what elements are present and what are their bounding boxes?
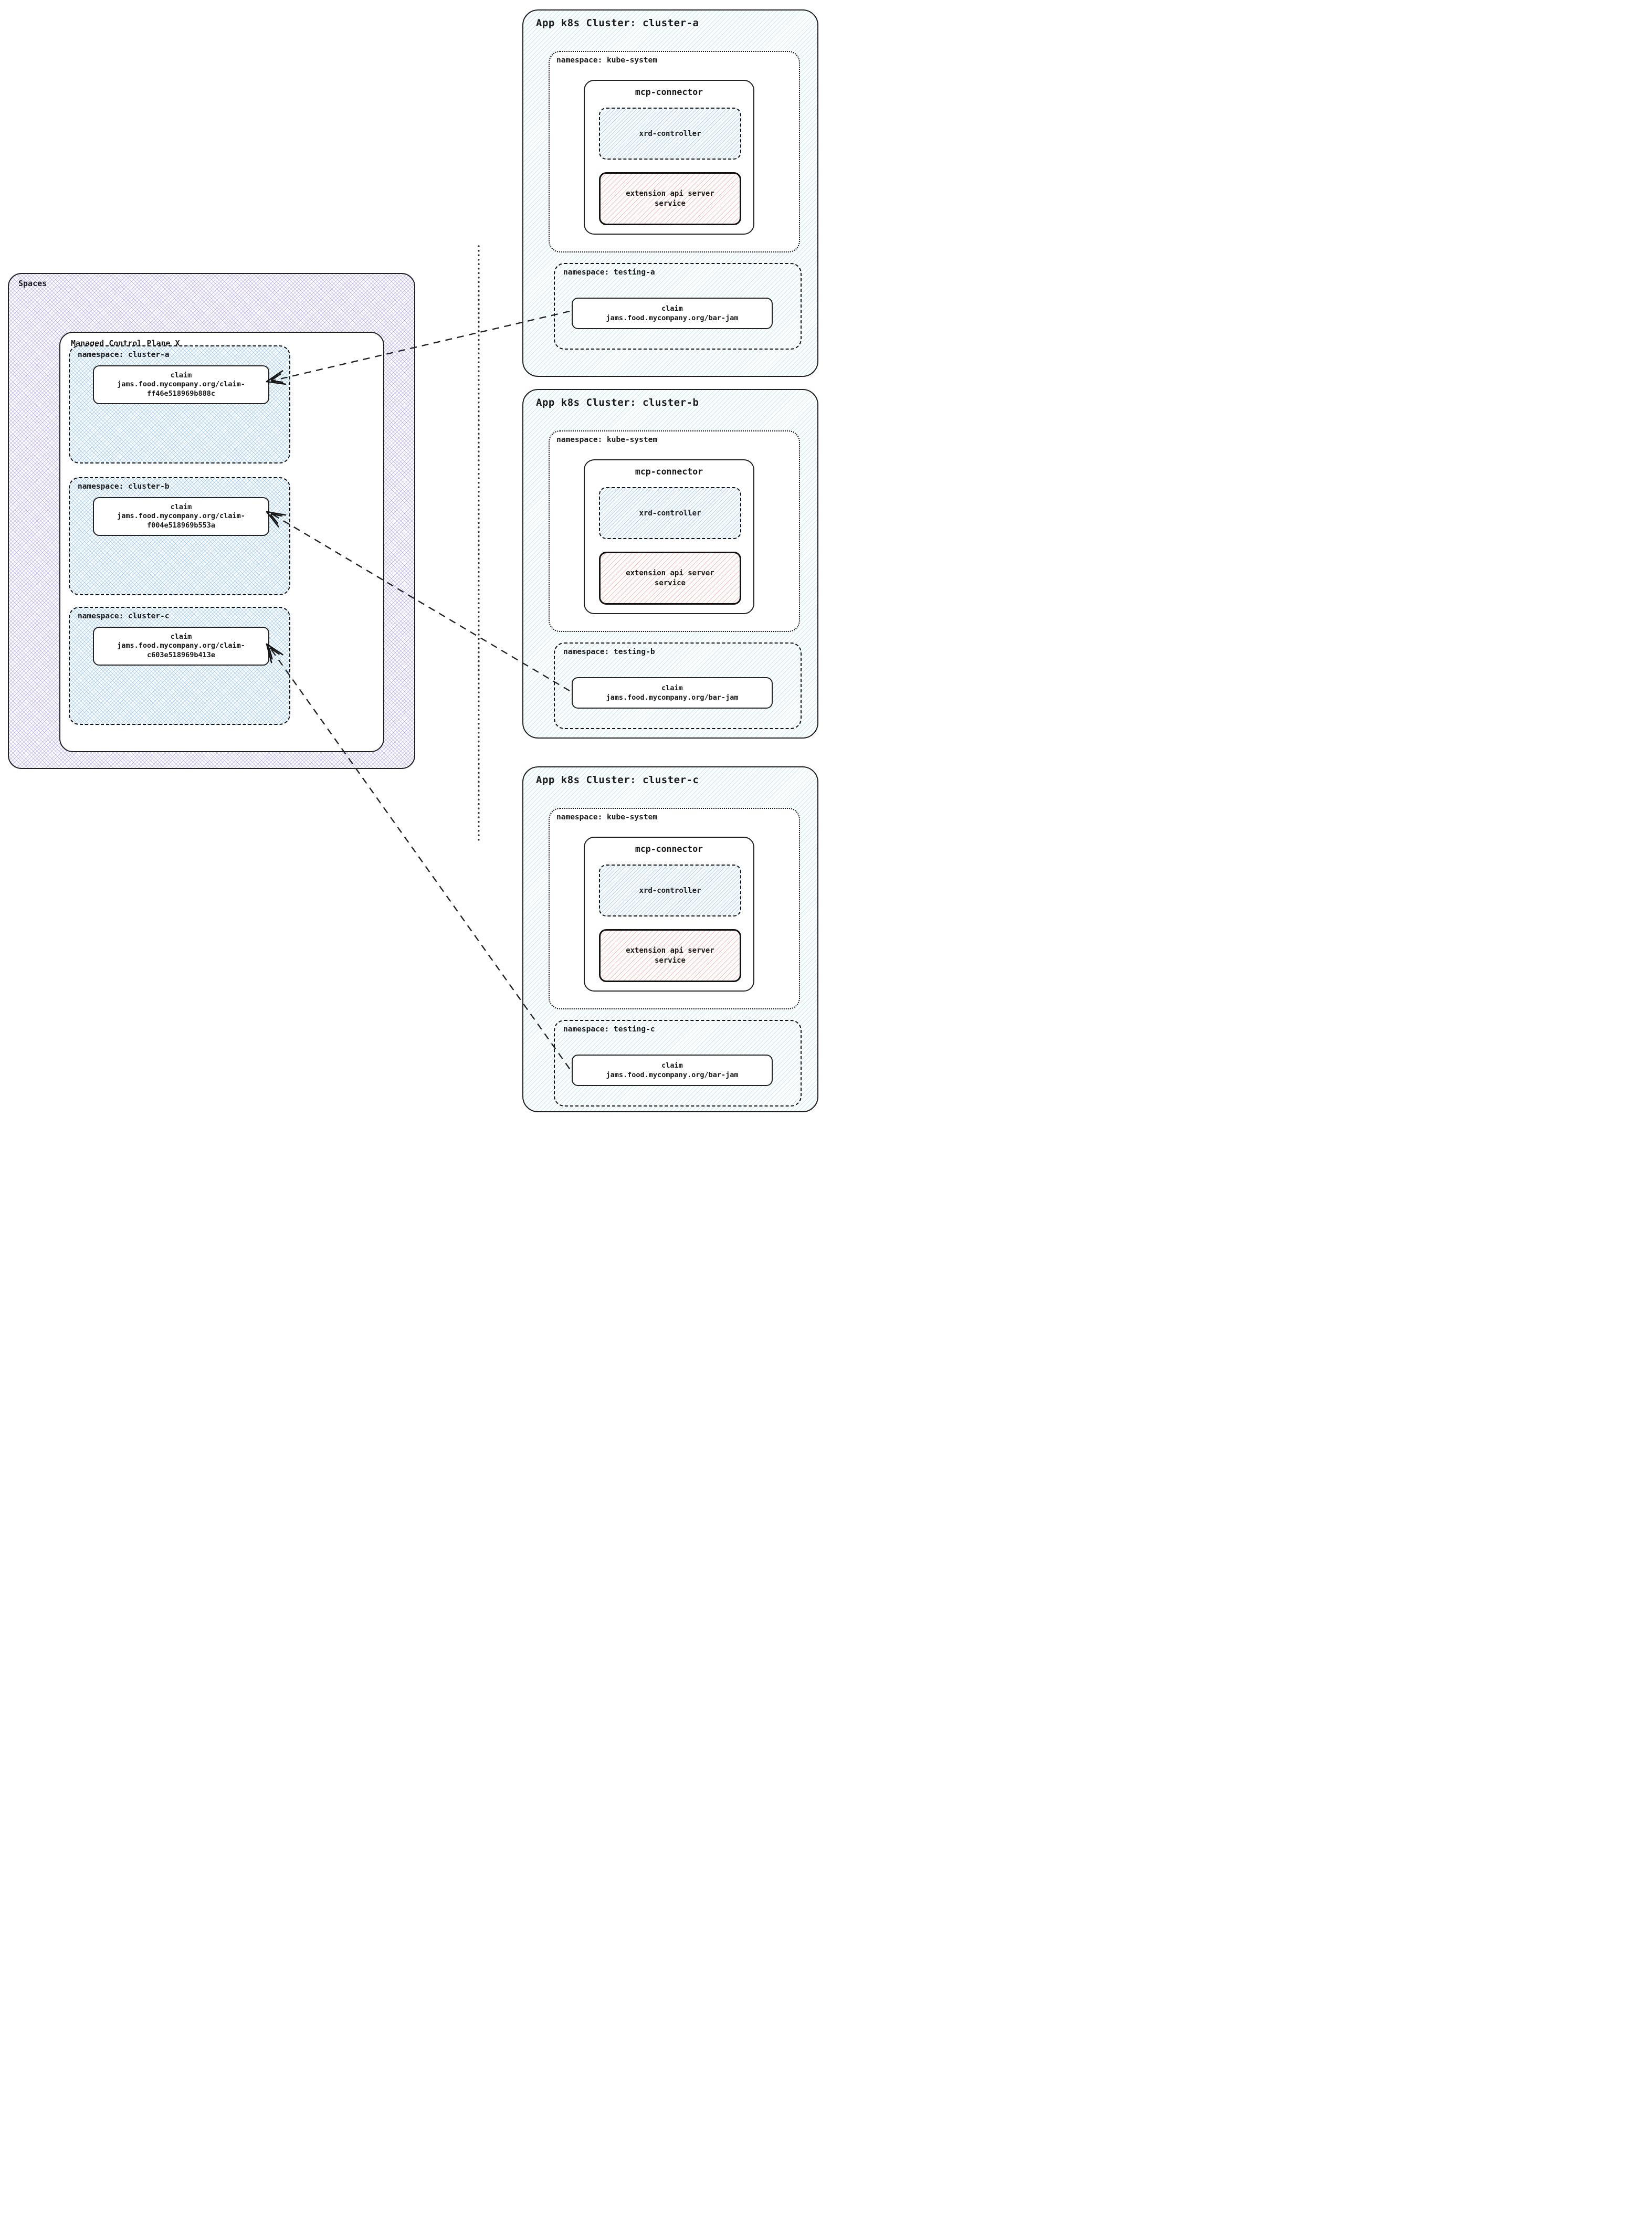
claim-name-line1: jams.food.mycompany.org/claim- (117, 641, 245, 650)
spaces-box: Spaces Managed Control Plane X namespace… (8, 273, 415, 769)
app-cluster-title: App k8s Cluster: cluster-b (536, 397, 699, 408)
claim-name-line1: jams.food.mycompany.org/bar-jam (606, 693, 739, 702)
namespace-label: namespace: cluster-b (78, 482, 170, 491)
mcp-connector-box: mcp-connector xrd-controller extension a… (584, 837, 754, 992)
kube-system-label: namespace: kube-system (556, 813, 658, 821)
kube-system-label: namespace: kube-system (556, 56, 658, 65)
extension-api-server-label: extension api server service (626, 569, 714, 587)
diagram-canvas: Spaces Managed Control Plane X namespace… (0, 0, 826, 1117)
testing-namespace-label: namespace: testing-c (563, 1025, 655, 1034)
testing-namespace-box-a: namespace: testing-a claim jams.food.myc… (554, 263, 802, 350)
spaces-label: Spaces (18, 279, 47, 288)
claim-name-line2: c603e518969b413e (146, 650, 216, 659)
extension-api-server-box: extension api server service (599, 929, 741, 982)
mcp-connector-title: mcp-connector (635, 467, 703, 477)
claim-title: claim (170, 371, 192, 380)
app-cluster-title: App k8s Cluster: cluster-c (536, 774, 699, 786)
claim-box-bar-jam-c: claim jams.food.mycompany.org/bar-jam (572, 1055, 773, 1086)
extension-api-server-label: extension api server service (626, 946, 714, 965)
kube-system-box: namespace: kube-system mcp-connector xrd… (549, 51, 800, 252)
testing-namespace-label: namespace: testing-a (563, 268, 655, 277)
xrd-controller-box: xrd-controller (599, 865, 741, 916)
kube-system-box: namespace: kube-system mcp-connector xrd… (549, 430, 800, 632)
claim-name-line1: jams.food.mycompany.org/bar-jam (606, 314, 739, 322)
mcp-connector-title: mcp-connector (635, 87, 703, 97)
claim-name-line1: jams.food.mycompany.org/claim- (117, 512, 245, 521)
claim-box-cluster-c: claim jams.food.mycompany.org/claim- c60… (93, 627, 269, 666)
claim-box-cluster-a: claim jams.food.mycompany.org/claim- ff4… (93, 365, 269, 404)
namespace-box-cluster-b: namespace: cluster-b claim jams.food.myc… (69, 477, 290, 595)
claim-title: claim (661, 1061, 683, 1070)
extension-api-server-label: extension api server service (626, 189, 714, 208)
xrd-controller-label: xrd-controller (639, 129, 701, 138)
testing-namespace-label: namespace: testing-b (563, 648, 655, 656)
xrd-controller-box: xrd-controller (599, 487, 741, 539)
app-cluster-box-c: App k8s Cluster: cluster-c namespace: ku… (522, 766, 818, 1112)
namespace-label: namespace: cluster-a (78, 351, 170, 359)
kube-system-box: namespace: kube-system mcp-connector xrd… (549, 808, 800, 1009)
claim-title: claim (661, 683, 683, 692)
app-cluster-title: App k8s Cluster: cluster-a (536, 17, 699, 29)
namespace-box-cluster-c: namespace: cluster-c claim jams.food.myc… (69, 607, 290, 725)
mcp-connector-box: mcp-connector xrd-controller extension a… (584, 459, 754, 614)
app-cluster-box-a: App k8s Cluster: cluster-a namespace: ku… (522, 9, 818, 377)
namespace-box-cluster-a: namespace: cluster-a claim jams.food.myc… (69, 345, 290, 463)
managed-control-plane-box: Managed Control Plane X namespace: clust… (59, 332, 384, 752)
xrd-controller-box: xrd-controller (599, 108, 741, 160)
kube-system-label: namespace: kube-system (556, 436, 658, 444)
testing-namespace-box-b: namespace: testing-b claim jams.food.myc… (554, 642, 802, 729)
testing-namespace-box-c: namespace: testing-c claim jams.food.myc… (554, 1020, 802, 1107)
claim-box-cluster-b: claim jams.food.mycompany.org/claim- f00… (93, 497, 269, 536)
claim-title: claim (170, 632, 192, 641)
claim-name-line2: f004e518969b553a (146, 521, 216, 530)
claim-name-line1: jams.food.mycompany.org/bar-jam (606, 1071, 739, 1079)
mcp-connector-box: mcp-connector xrd-controller extension a… (584, 80, 754, 235)
claim-name-line1: jams.food.mycompany.org/claim- (117, 380, 245, 389)
extension-api-server-box: extension api server service (599, 552, 741, 605)
extension-api-server-box: extension api server service (599, 172, 741, 225)
xrd-controller-label: xrd-controller (639, 509, 701, 518)
claim-title: claim (170, 502, 192, 511)
mcp-connector-title: mcp-connector (635, 844, 703, 854)
claim-box-bar-jam-b: claim jams.food.mycompany.org/bar-jam (572, 677, 773, 709)
claim-name-line2: ff46e518969b888c (146, 389, 216, 398)
namespace-label: namespace: cluster-c (78, 612, 170, 620)
app-cluster-box-b: App k8s Cluster: cluster-b namespace: ku… (522, 389, 818, 739)
claim-title: claim (661, 304, 683, 313)
claim-box-bar-jam-a: claim jams.food.mycompany.org/bar-jam (572, 298, 773, 329)
xrd-controller-label: xrd-controller (639, 886, 701, 895)
